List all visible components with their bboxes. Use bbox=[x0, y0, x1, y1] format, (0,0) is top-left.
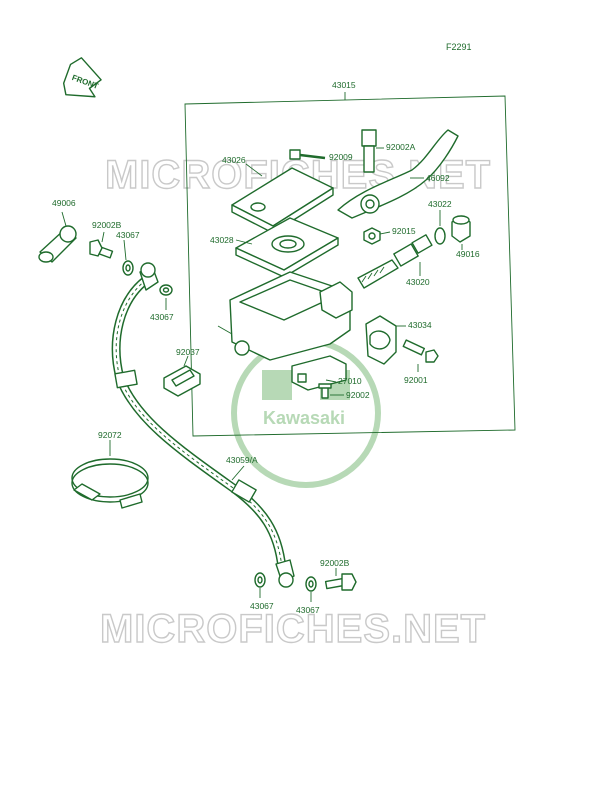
front-arrow-icon: FRONT bbox=[62, 57, 102, 98]
label-92072: 92072 bbox=[98, 430, 122, 440]
label-92037: 92037 bbox=[176, 347, 200, 357]
banjo-fitting bbox=[38, 225, 77, 263]
figure-code: F2291 bbox=[446, 42, 472, 52]
label-49016: 49016 bbox=[456, 249, 480, 259]
pivot-bolt bbox=[361, 129, 377, 173]
label-43026: 43026 bbox=[222, 155, 246, 165]
reservoir-cap bbox=[231, 167, 334, 234]
label-43067-a: 43067 bbox=[116, 230, 140, 240]
label-27010: 27010 bbox=[338, 376, 362, 386]
brand-name: Kawasaki bbox=[263, 408, 345, 428]
label-43067-b: 43067 bbox=[150, 312, 174, 322]
label-43022: 43022 bbox=[428, 199, 452, 209]
label-92009: 92009 bbox=[329, 152, 353, 162]
label-43059A: 43059/A bbox=[226, 455, 258, 465]
label-92001: 92001 bbox=[404, 375, 428, 385]
label-92002A: 92002A bbox=[386, 142, 416, 152]
assembly-box bbox=[184, 95, 516, 437]
label-92015: 92015 bbox=[392, 226, 416, 236]
handlebar-clamp bbox=[365, 315, 397, 365]
label-43028: 43028 bbox=[210, 235, 234, 245]
nut-92015 bbox=[363, 227, 381, 245]
label-43034: 43034 bbox=[408, 320, 432, 330]
master-cylinder-body bbox=[217, 271, 353, 361]
brake-lever bbox=[337, 129, 459, 219]
circlip bbox=[434, 227, 446, 245]
screw-92009 bbox=[289, 149, 326, 160]
banjo-bolt-bottom bbox=[324, 573, 357, 591]
piston-kit bbox=[357, 234, 433, 289]
diaphragm bbox=[235, 217, 339, 278]
banjo-bolt-top bbox=[89, 239, 114, 259]
clamp-bolt bbox=[402, 339, 439, 363]
cable-band bbox=[71, 458, 149, 509]
label-43015: 43015 bbox=[332, 80, 356, 90]
label-46092: 46092 bbox=[426, 173, 450, 183]
washer-c bbox=[254, 572, 266, 588]
label-49006: 49006 bbox=[52, 198, 76, 208]
label-92002: 92002 bbox=[346, 390, 370, 400]
washer-a bbox=[122, 260, 134, 276]
label-92002B-top: 92002B bbox=[92, 220, 122, 230]
washer-b bbox=[159, 284, 173, 296]
label-43020: 43020 bbox=[406, 277, 430, 287]
hose-clamp bbox=[163, 365, 201, 397]
label-43067-d: 43067 bbox=[296, 605, 320, 615]
brake-hose bbox=[111, 262, 295, 588]
label-43067-c: 43067 bbox=[250, 601, 274, 611]
screw-92002 bbox=[318, 383, 332, 399]
watermark-bottom: MICROFICHES.NET bbox=[100, 607, 486, 651]
dust-boot bbox=[451, 215, 471, 243]
washer-d bbox=[305, 576, 317, 592]
label-92002B-bottom: 92002B bbox=[320, 558, 350, 568]
